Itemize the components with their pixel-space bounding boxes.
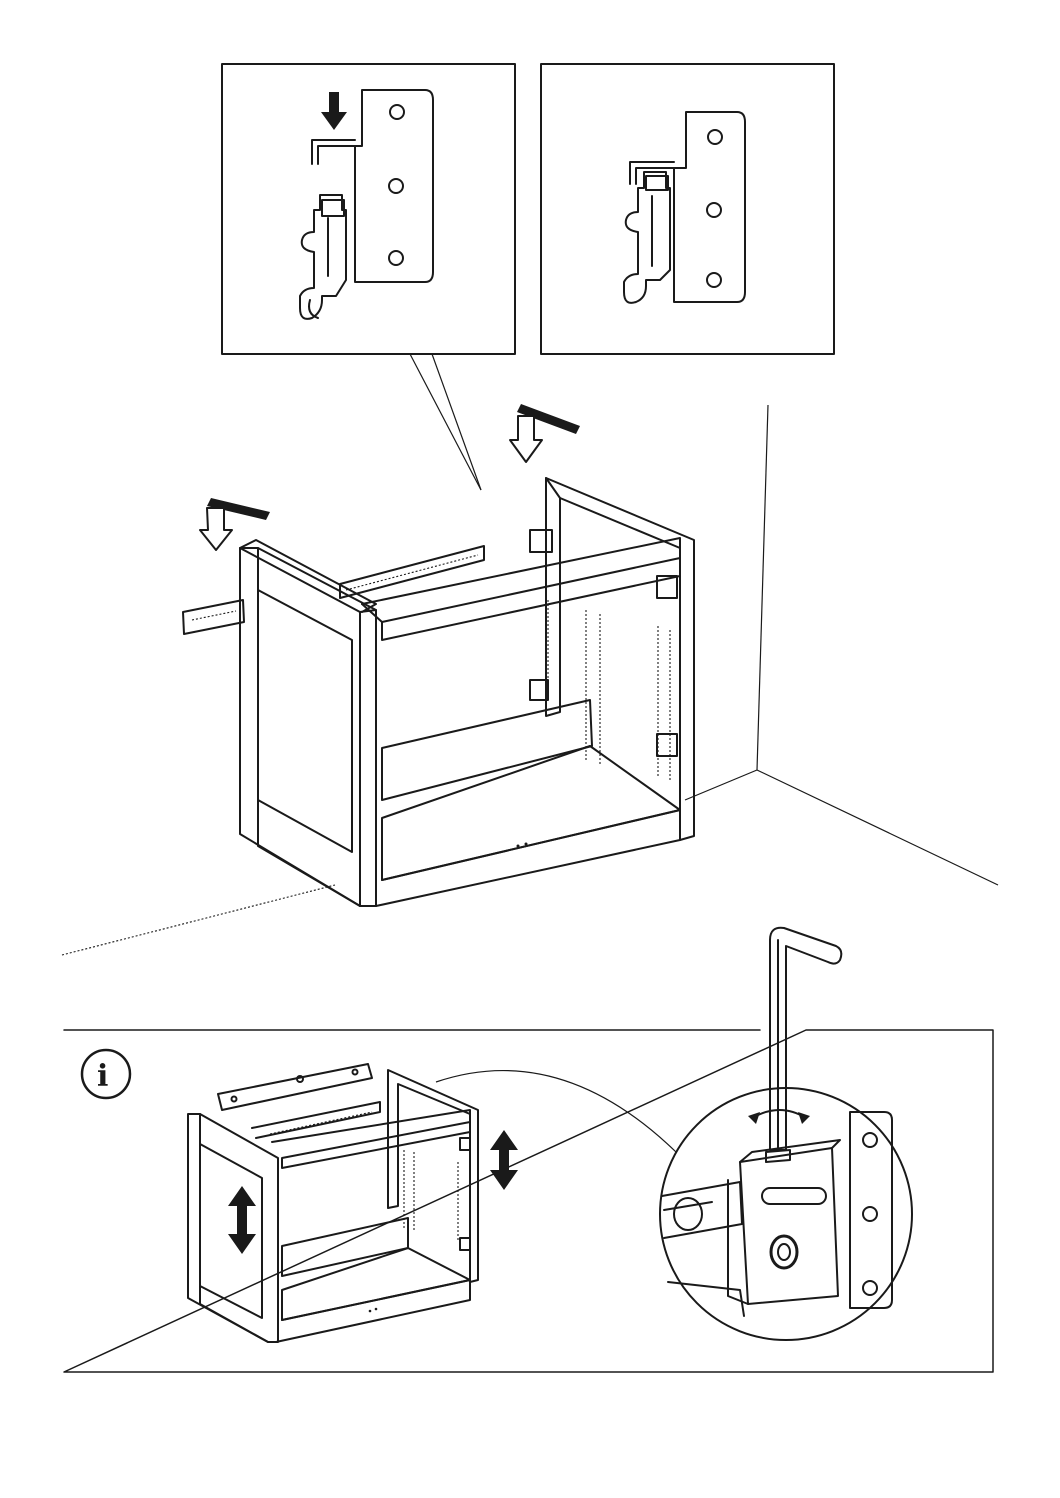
spirit-level-icon: [218, 1064, 372, 1110]
down-arrow-icon: [321, 92, 347, 130]
info-panel: i: [64, 928, 993, 1372]
detail-panel-hook-engaged: [541, 64, 834, 354]
hang-arrow-right-icon: [510, 404, 580, 462]
cabinet-main: [183, 404, 694, 906]
detail-panel-hook-before: [222, 64, 515, 354]
wall-rail: [183, 546, 484, 634]
info-icon: i: [82, 1050, 130, 1098]
adjust-arrow-right-icon: [490, 1130, 518, 1190]
adjust-arrow-left-icon: [228, 1186, 256, 1254]
callout-pointer: [410, 354, 481, 490]
info-icon-letter: i: [97, 1059, 108, 1094]
